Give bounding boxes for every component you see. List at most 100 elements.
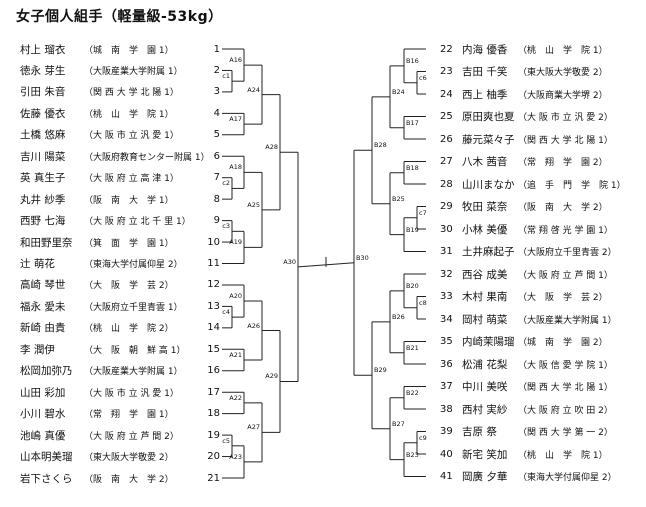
competitor-name: 山本明美瑠	[20, 451, 73, 464]
bout-label-A18: A18	[229, 163, 242, 172]
seed-number: 36	[440, 358, 453, 370]
left-entry-row: 丸井 紗季（阪 南 大 学 1）8	[20, 190, 220, 208]
seed-number: 21	[207, 472, 220, 484]
left-entry-row: 西野 七海（大 阪 府 立 北 千 里 1）9	[20, 212, 220, 230]
seed-number: 27	[440, 156, 453, 167]
bout-label-A19: A19	[229, 238, 242, 247]
bout-label-B17: B17	[406, 118, 419, 127]
school-name: （桃 山 学 院 1）	[84, 109, 174, 120]
school-name: （大 阪 学 芸 2）	[84, 281, 174, 292]
seed-number: 29	[440, 201, 453, 212]
seed-number: 2	[213, 64, 220, 76]
bout-label-A22: A22	[229, 393, 242, 402]
school-name: （大 阪 府 立 高 津 1）	[84, 174, 179, 185]
competitor-name: 岡村 萌菜	[462, 313, 508, 326]
bout-label-c9: c9	[419, 433, 427, 442]
seed-number: 13	[207, 300, 220, 312]
seed-number: 34	[440, 313, 453, 325]
competitor-name: 内崎茉陽瑠	[462, 336, 515, 348]
seed-number: 20	[207, 451, 220, 463]
competitor-name: 八木 茜音	[462, 156, 508, 168]
competitor-name: 松浦 花梨	[462, 358, 508, 371]
left-entry-row: 李 潤伊（大 阪 朝 鮮 高 1）15	[20, 340, 220, 358]
left-entry-row: 辻 萌花（東海大学付属仰星 2）11	[20, 255, 220, 273]
bout-label-c4: c4	[222, 308, 230, 317]
school-name: （大 阪 府 立 芦 間 2）	[84, 431, 179, 442]
left-entry-row: 土橋 悠麻（大 阪 市 立 汎 愛 1）5	[20, 126, 220, 144]
competitor-name: 中川 美咲	[462, 381, 508, 393]
school-name: （東海大学付属仰星 2）	[84, 260, 183, 270]
left-entry-row: 山本明美瑠（東大阪大学敬愛 2）20	[20, 448, 220, 466]
seed-number: 7	[213, 172, 220, 184]
school-name: （大 阪 市 立 汎 愛 1）	[84, 131, 179, 142]
bout-label-c2: c2	[222, 179, 230, 188]
school-name: （追 手 門 学 院 1）	[518, 180, 626, 191]
competitor-name: 西谷 成美	[462, 268, 508, 281]
right-entry-row: 36 松浦 花梨 （大 阪 信 愛 学 院 1）	[440, 355, 644, 373]
competitor-name: 徳永 芽生	[20, 64, 66, 77]
school-name: （大阪府教育センター附属 1）	[84, 152, 210, 163]
school-name: （関 西 大 学 第 一 2）	[518, 428, 613, 438]
seed-number: 40	[440, 448, 453, 460]
competitor-name: 西村 実紗	[462, 403, 508, 416]
school-name: （阪 南 大 学 2）	[84, 474, 174, 485]
competitor-name: 新崎 由貴	[20, 322, 66, 335]
school-name: （城 南 学 園 2）	[518, 338, 608, 348]
bout-label-B27: B27	[392, 419, 405, 428]
seed-number: 22	[440, 43, 453, 55]
bout-label-B21: B21	[406, 343, 419, 352]
seed-number: 3	[213, 86, 220, 98]
bout-label-A29: A29	[265, 372, 278, 381]
bout-label-B24: B24	[392, 87, 405, 96]
school-name: （大 阪 府 立 芦 間 1）	[518, 270, 613, 281]
seed-number: 18	[207, 408, 220, 420]
bout-label-A16: A16	[229, 56, 242, 65]
seed-number: 8	[213, 193, 220, 205]
bout-label-B20: B20	[406, 281, 419, 290]
competitor-name: 松岡加弥乃	[20, 365, 73, 378]
school-name: （桃 山 学 院 2）	[84, 324, 174, 335]
bout-label-c7: c7	[419, 208, 427, 217]
left-entry-row: 徳永 芽生（大阪産業大学附属 1）2	[20, 61, 220, 79]
seed-number: 1	[213, 43, 220, 55]
right-entry-row: 27 八木 茜音 （常 翔 学 園 2）	[440, 153, 644, 171]
competitor-name: 土橋 悠麻	[20, 129, 66, 142]
seed-number: 30	[440, 223, 453, 235]
seed-number: 35	[440, 336, 453, 347]
competitor-name: 吉川 陽菜	[20, 150, 66, 163]
competitor-name: 土井麻起子	[462, 246, 515, 258]
left-entry-row: 英 真生子（大 阪 府 立 高 津 1）7	[20, 169, 220, 187]
school-name: （大 阪 朝 鮮 高 1）	[84, 345, 186, 356]
school-name: （大阪商業大学堺 2）	[518, 90, 608, 101]
left-entry-row: 佐藤 優衣（桃 山 学 院 1）4	[20, 104, 220, 122]
competitor-name: 小林 美優	[462, 223, 508, 236]
competitor-name: 小川 碧水	[20, 408, 66, 421]
competitor-name: 吉田 千笑	[462, 66, 508, 78]
competitor-name: 吉原 祭	[462, 426, 497, 438]
school-name: （常 翔 学 園 2）	[518, 158, 608, 168]
competitor-name: 内海 優香	[462, 43, 508, 56]
left-entry-row: 高崎 琴世（大 阪 学 芸 2）12	[20, 276, 220, 294]
bout-label-A30: A30	[283, 257, 296, 266]
school-name: （大 阪 信 愛 学 院 1）	[518, 360, 613, 371]
seed-number: 25	[440, 111, 453, 122]
bout-label-A21: A21	[229, 351, 242, 360]
bout-label-B18: B18	[406, 163, 419, 172]
competitor-name: 山川まなか	[462, 178, 515, 191]
bout-label-A27: A27	[247, 423, 260, 432]
school-name: （大 阪 市 立 汎 愛 2）	[518, 113, 613, 123]
competitor-name: 岩下さくら	[20, 472, 73, 485]
seed-number: 17	[207, 386, 220, 398]
school-name: （大 阪 府 立 北 千 里 1）	[84, 217, 191, 228]
competitor-name: 辻 萌花	[20, 258, 55, 270]
competitor-name: 山田 彩加	[20, 386, 66, 399]
bout-label-A28: A28	[265, 143, 278, 152]
bout-label-B26: B26	[392, 312, 405, 321]
